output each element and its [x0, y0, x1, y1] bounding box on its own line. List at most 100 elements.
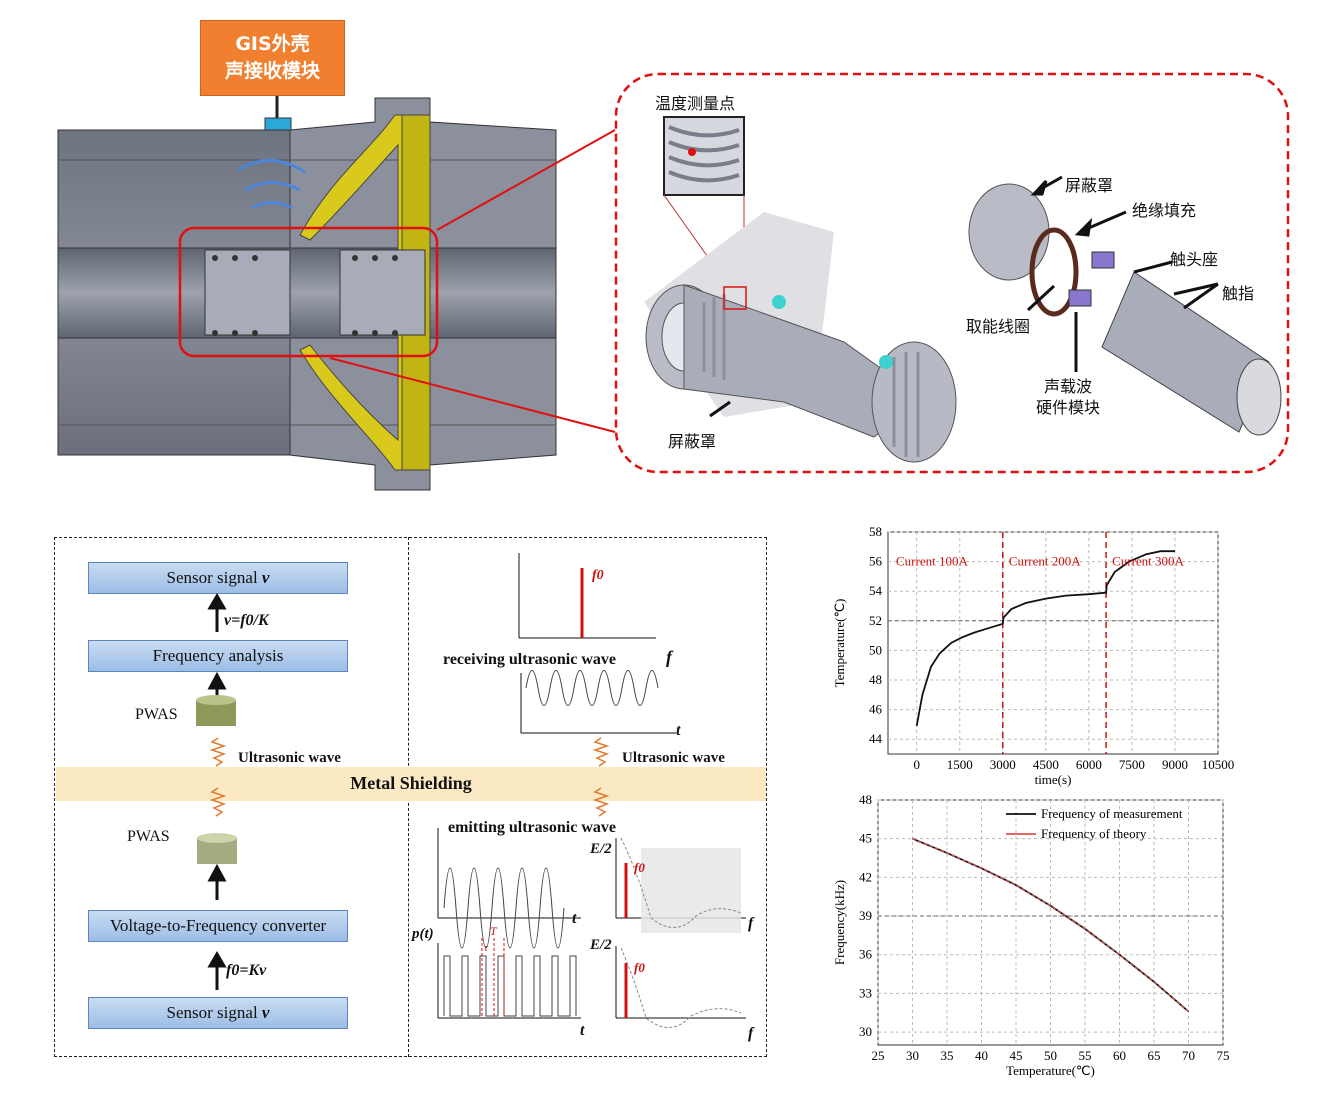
x-tick-label: 9000 [1162, 757, 1188, 772]
y-tick-label: 58 [869, 524, 882, 539]
zoom-highlight-box [178, 226, 439, 358]
label-temp-point: 温度测量点 [655, 94, 736, 113]
label-acoustic-1: 声载波 [1044, 377, 1093, 396]
x-tick-label: 3000 [990, 757, 1016, 772]
y-axis-label: Temperature(℃) [832, 599, 847, 688]
x-tick-label: 10500 [1202, 757, 1235, 772]
series-line-2 [912, 838, 1189, 1012]
acoustic-wave-arc [237, 159, 306, 174]
gis-shell-receiver-label: GIS外壳 声接收模块 [200, 20, 345, 96]
axis-f-2: f [748, 915, 754, 932]
x-tick-label: 70 [1182, 1048, 1195, 1063]
ultrasonic-left-label: Ultrasonic wave [238, 750, 341, 766]
y-tick-label: 46 [869, 702, 883, 717]
y-tick-label: 30 [859, 1024, 872, 1039]
label-contact-finger: 触指 [1222, 284, 1255, 303]
current-annotation: Current 300A [1112, 554, 1184, 569]
x-tick-label: 30 [906, 1048, 919, 1063]
y-tick-label: 33 [859, 985, 872, 1000]
y-tick-label: 36 [859, 947, 873, 962]
x-axis-label: time(s) [1035, 772, 1072, 787]
pwas-bottom-label: PWAS [127, 828, 170, 845]
x-tick-label: 6000 [1076, 757, 1102, 772]
contact-detail-panel [614, 72, 1290, 474]
signal-flow-graphics [196, 553, 746, 1028]
formula-bottom: f0=Kv [226, 962, 267, 979]
axis-t-1: t [676, 722, 681, 739]
sensor-block [264, 117, 292, 131]
y-tick-label: 50 [869, 642, 882, 657]
y-tick-label: 54 [869, 583, 883, 598]
pwas-bottom-cylinder [197, 833, 237, 864]
pwas-top-label: PWAS [135, 706, 178, 723]
y-tick-label: 42 [859, 869, 872, 884]
label-contact-seat: 触头座 [1170, 250, 1219, 269]
metal-shielding-band [56, 767, 766, 801]
e2-label-1: E/2 [590, 841, 612, 857]
f0-label-2: f0 [634, 860, 645, 875]
y-tick-label: 39 [859, 908, 872, 923]
y-tick-label: 48 [859, 792, 872, 807]
label-shield-left: 屏蔽罩 [668, 432, 717, 451]
x-tick-label: 7500 [1119, 757, 1145, 772]
gis-label-line1: GIS外壳 [235, 33, 310, 55]
pt-label: p(t) [412, 926, 434, 942]
y-tick-label: 48 [869, 672, 882, 687]
period-T-label: T [490, 924, 497, 938]
x-tick-label: 35 [941, 1048, 954, 1063]
temperature-time-chart: 0 1500 3000 4500 6000 7500 9000 10500 44 46 48 50 52… [832, 524, 1235, 787]
axis-t-2: t [572, 910, 577, 927]
label-acoustic-2: 硬件模块 [1036, 398, 1101, 417]
y-tick-label: 52 [869, 613, 882, 628]
gis-label-line2: 声接收模块 [224, 60, 320, 82]
plot-frame [887, 531, 1219, 755]
f0-label-1: f0 [592, 568, 604, 583]
ultrasonic-right-label: Ultrasonic wave [622, 750, 725, 766]
x-tick-label: 0 [913, 757, 920, 772]
x-tick-label: 25 [872, 1048, 885, 1063]
y-tick-label: 56 [869, 554, 883, 569]
x-tick-label: 4500 [1033, 757, 1059, 772]
x-tick-label: 40 [975, 1048, 988, 1063]
sensor-var-top: v [261, 568, 270, 587]
receiving-label: receiving ultrasonic wave [443, 651, 617, 668]
label-insulation: 绝缘填充 [1132, 201, 1197, 220]
x-tick-label: 45 [1010, 1048, 1023, 1063]
frequency-analysis-box: Frequency analysis [88, 640, 348, 672]
x-tick-label: 1500 [947, 757, 973, 772]
f0-label-3: f0 [634, 960, 645, 975]
current-annotation: Current 100A [896, 554, 968, 569]
energy-coil-part [1029, 227, 1079, 317]
y-axis-label: Frequency(kHz) [832, 880, 847, 965]
x-tick-label: 60 [1113, 1048, 1126, 1063]
sensor-signal-bottom-box: Sensor signal v [88, 997, 348, 1029]
signal-flow-panel [54, 537, 767, 1057]
x-axis-label: Temperature(℃) [1006, 1063, 1095, 1078]
legend-entry: Frequency of measurement [1041, 806, 1183, 821]
tau-label: τ [484, 942, 488, 954]
pwas-top-cylinder [196, 695, 236, 726]
axis-t-3: t [580, 1022, 585, 1039]
x-tick-label: 75 [1217, 1048, 1230, 1063]
gis-cross-section [57, 96, 616, 491]
axis-f-1: f [666, 647, 672, 667]
label-energy-coil: 取能线圈 [966, 317, 1031, 336]
emitting-label: emitting ultrasonic wave [448, 819, 616, 836]
axis-f-3: f [748, 1025, 754, 1042]
x-tick-label: 65 [1148, 1048, 1161, 1063]
shield-part [968, 183, 1050, 281]
x-tick-label: 50 [1044, 1048, 1057, 1063]
sensor-signal-bottom-text: Sensor signal [166, 1003, 258, 1022]
temperature-point [688, 148, 696, 156]
e2-label-2: E/2 [590, 937, 612, 953]
series-line-1 [915, 550, 1175, 727]
vf-converter-box: Voltage-to-Frequency converter [88, 910, 348, 942]
current-annotation: Current 200A [1009, 554, 1081, 569]
sensor-var-bottom: v [261, 1003, 270, 1022]
y-tick-label: 44 [869, 731, 883, 746]
metal-shielding-label: Metal Shielding [350, 773, 472, 793]
sensor-signal-top-box: Sensor signal v [88, 562, 348, 594]
x-tick-label: 55 [1079, 1048, 1092, 1063]
label-shield-right: 屏蔽罩 [1065, 176, 1114, 195]
